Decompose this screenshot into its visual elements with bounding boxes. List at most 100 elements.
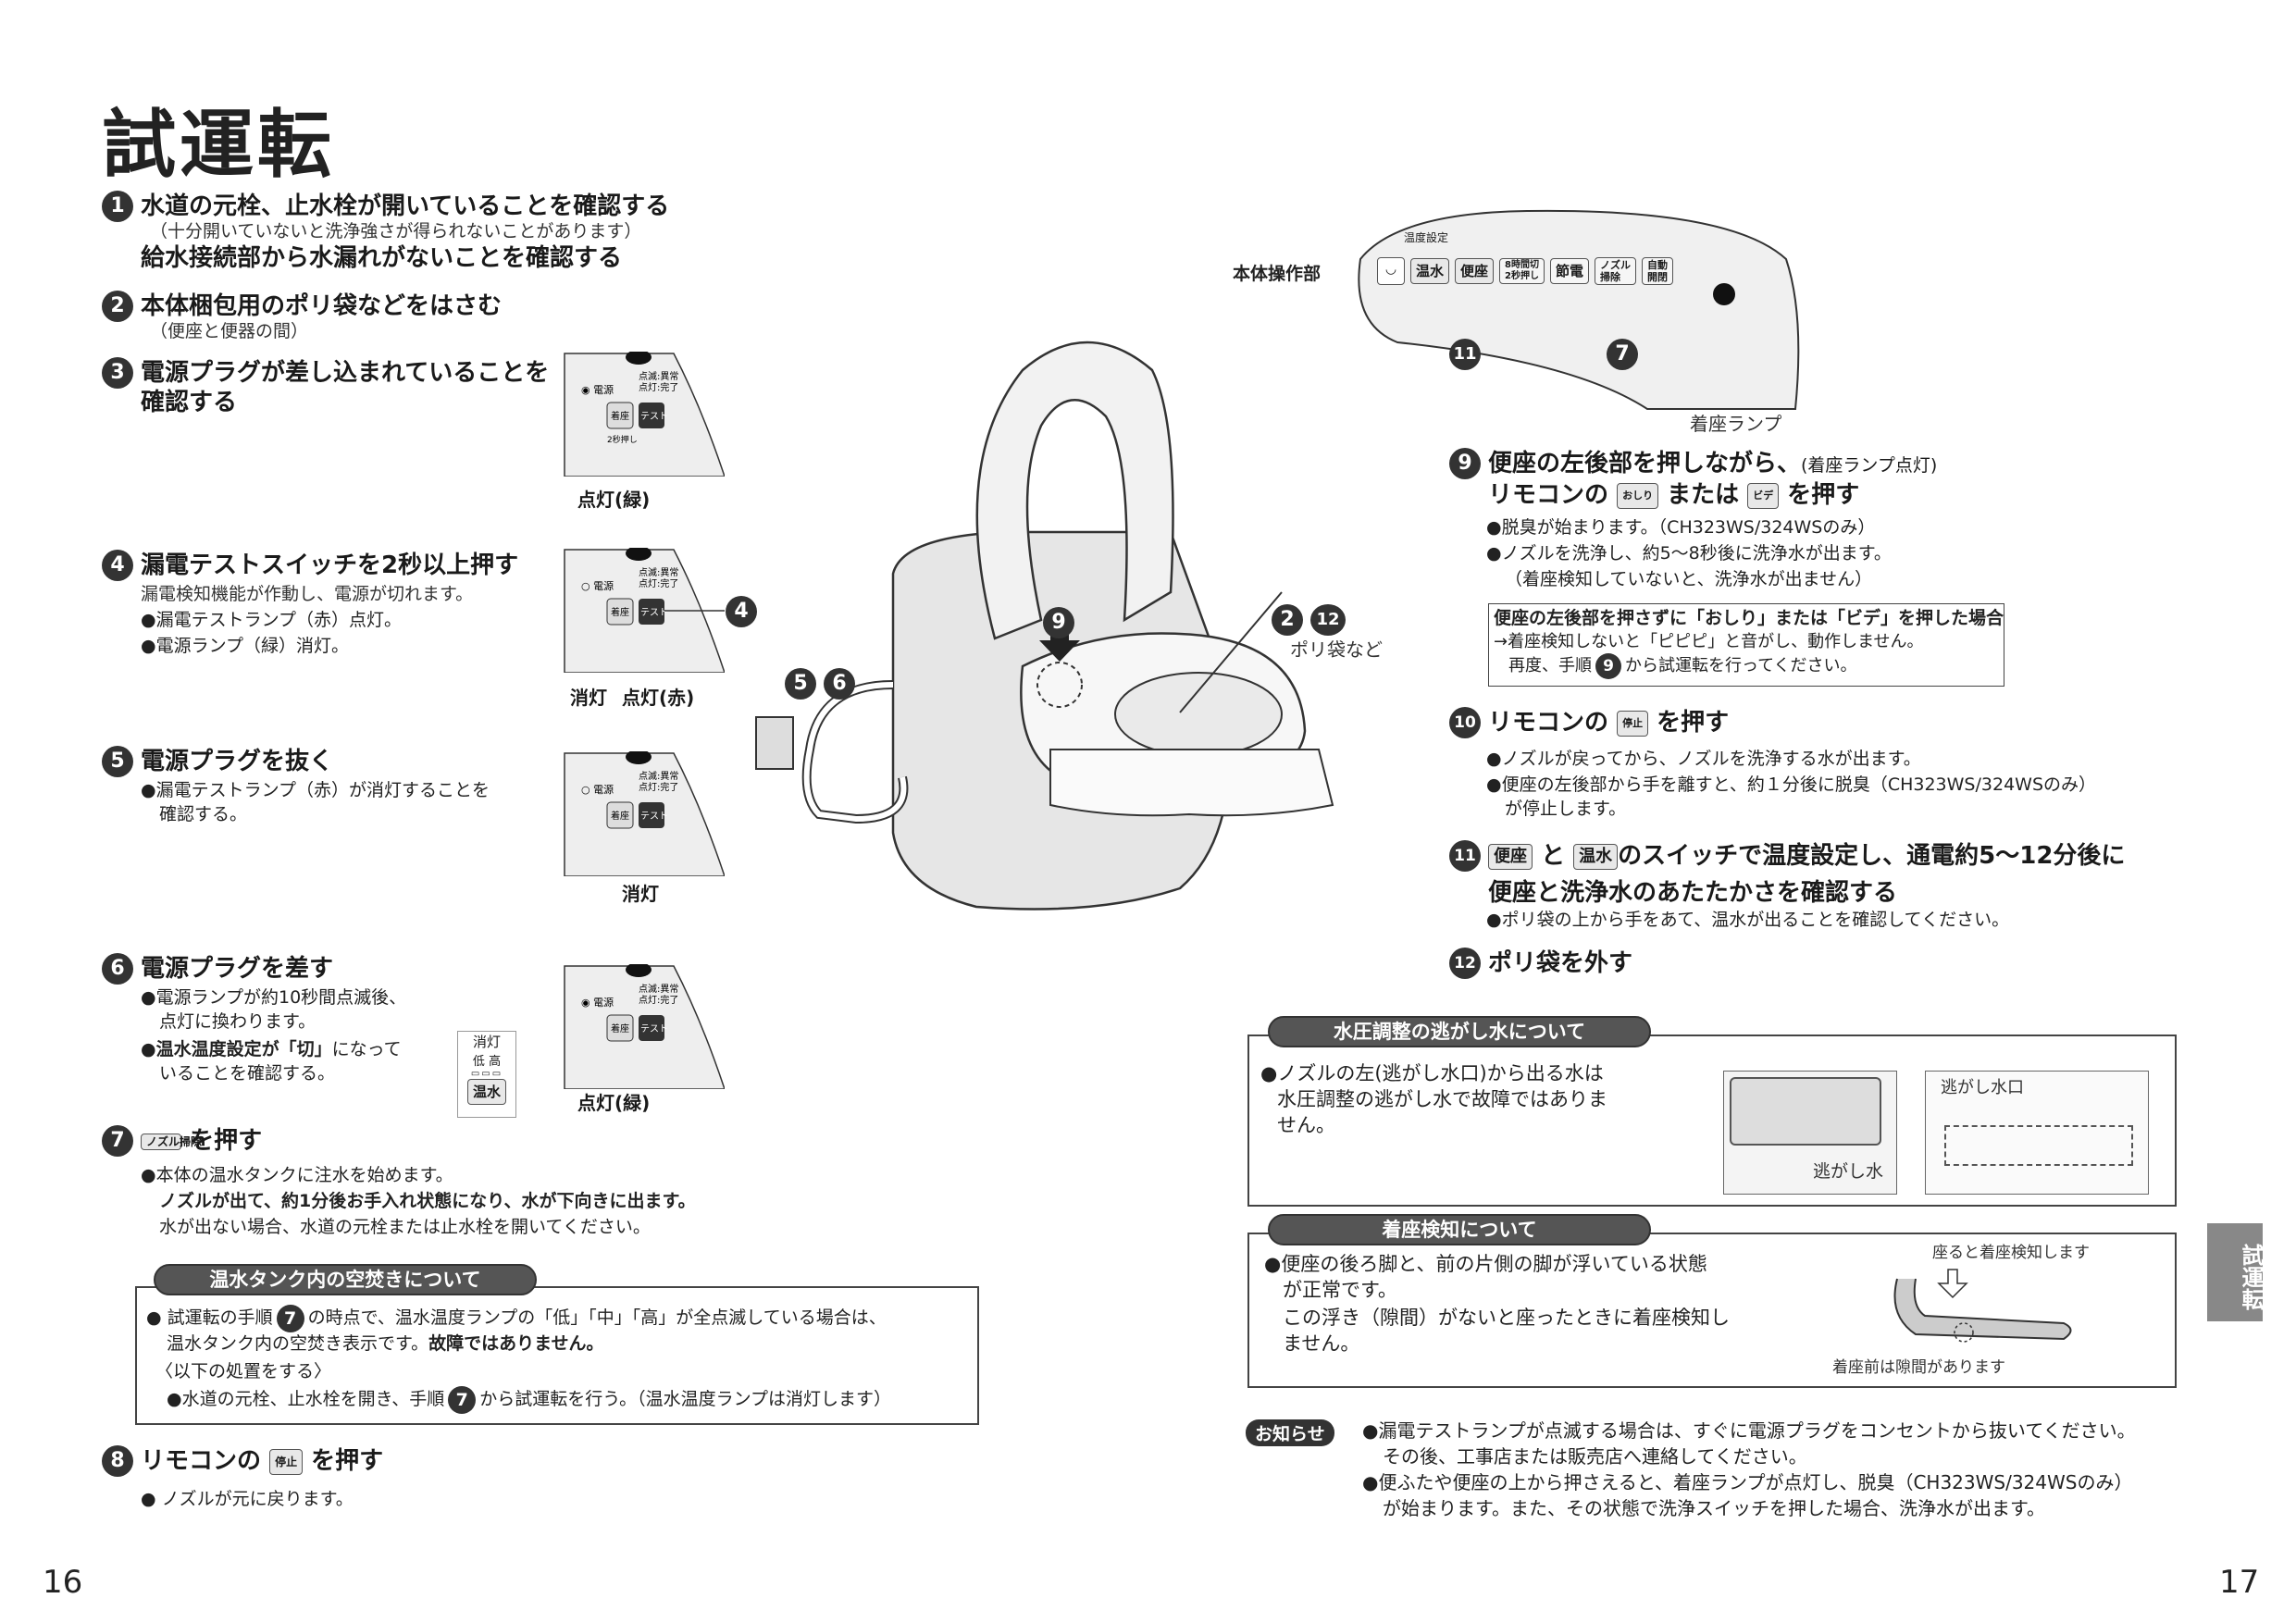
power-save-button[interactable]: 節電 bbox=[1550, 258, 1590, 284]
svg-text:点滅:異常: 点滅:異常 bbox=[639, 983, 678, 995]
step-text: 電源プラグを抜く bbox=[141, 748, 334, 775]
bidet-key: ビデ bbox=[1747, 482, 1780, 509]
bullet-text: になって bbox=[331, 1039, 402, 1059]
svg-text:◉ 電源: ◉ 電源 bbox=[581, 996, 614, 1009]
step-text: リモコンの bbox=[1488, 709, 1609, 737]
step-text: 給水接続部から水漏れがないことを確認する bbox=[141, 244, 623, 272]
box-line: →着座検知しないと「ピピピ」と音がし、動作しません。 bbox=[1494, 632, 1924, 651]
info-box-tab: 水圧調整の逃がし水について bbox=[1268, 1016, 1651, 1047]
svg-text:◉ 電源: ◉ 電源 bbox=[581, 383, 614, 396]
seat-button[interactable]: 便座 bbox=[1455, 258, 1495, 284]
step-number: 3 bbox=[102, 357, 133, 389]
seat-detection-diagram bbox=[1893, 1269, 2072, 1343]
diagram-label: 着座前は隙間があります bbox=[1832, 1358, 2005, 1377]
page-title: 試運転 bbox=[102, 102, 335, 188]
page-number-left: 16 bbox=[43, 1564, 83, 1601]
temp-setting-panel: 消灯 低 高 ▭▭▭ 温水 bbox=[457, 1031, 516, 1118]
step-text: 便座と洗浄水のあたたかさを確認する bbox=[1488, 879, 1898, 907]
step-text: 便座の左後部を押しながら、 bbox=[1488, 450, 1802, 477]
box-line: 水圧調整の逃がし水で故障ではありま bbox=[1277, 1088, 1607, 1110]
bullet: ●便座の左後部から手を離すと、約１分後に脱臭（CH323WS/324WSのみ） bbox=[1486, 774, 2096, 795]
bullet: ●漏電テストランプ（赤）が消灯することを bbox=[141, 780, 490, 800]
nozzle-clean-button[interactable]: ノズル 掃除 bbox=[1595, 257, 1637, 285]
section-side-tab: 試運転 bbox=[2207, 1223, 2264, 1321]
bullet: いることを確認する。 bbox=[159, 1063, 336, 1084]
bullet: 確認する。 bbox=[159, 804, 248, 824]
step-number: 11 bbox=[1449, 840, 1481, 872]
notice-line: が始まります。また、その状態で洗浄スイッチを押した場合、洗浄水が出ます。 bbox=[1383, 1497, 2045, 1519]
bullet: ●本体の温水タンクに注水を始めます。 bbox=[141, 1165, 453, 1185]
box-line: 〈以下の処置をする〉 bbox=[155, 1361, 332, 1381]
step-text: リモコンの おしり または ビデ を押す bbox=[1488, 481, 1860, 509]
seat-key: 便座 bbox=[1488, 843, 1533, 870]
step-5: 5 電源プラグを抜く bbox=[102, 746, 333, 777]
box-line: せん。 bbox=[1277, 1114, 1335, 1136]
box-line: 温水タンク内の空焚き表示です。故障ではありません。 bbox=[167, 1333, 604, 1354]
bullet: 水が出ない場合、水道の元栓または止水栓を開いてください。 bbox=[159, 1217, 651, 1237]
svg-text:点滅:異常: 点滅:異常 bbox=[639, 770, 678, 782]
svg-text:テスト: テスト bbox=[640, 412, 668, 422]
step-text: を押す bbox=[1657, 709, 1730, 737]
box-line: ●便座の後ろ脚と、前の片側の脚が浮いている状態 bbox=[1264, 1253, 1707, 1275]
bullet: ●電源ランプが約10秒間点滅後、 bbox=[141, 987, 407, 1008]
step-note: 漏電検知機能が作動し、電源が切れます。 bbox=[141, 584, 474, 604]
step-text: リモコンの bbox=[141, 1447, 262, 1475]
remote-panel-illustration: ○ 電源 点滅:異常 点灯:完了 着座 テスト bbox=[564, 548, 725, 673]
remote-panel-illustration: ○ 電源 点滅:異常 点灯:完了 着座 テスト bbox=[564, 751, 725, 876]
off-8h-button[interactable]: 8時間切 2秒押し bbox=[1499, 258, 1545, 284]
step-number: 4 bbox=[102, 550, 133, 581]
panel-label: 本体操作部 bbox=[1233, 264, 1322, 284]
step-number: 5 bbox=[102, 746, 133, 777]
oshiri-key: おしり bbox=[1617, 482, 1659, 509]
step-number: 9 bbox=[1449, 448, 1481, 479]
callout-7: 7 bbox=[1607, 339, 1645, 370]
toilet-illustration bbox=[755, 341, 1334, 911]
panel-label: 消灯 bbox=[472, 1034, 501, 1050]
svg-text:点灯:完了: 点灯:完了 bbox=[639, 781, 678, 793]
info-box-seat-detection bbox=[1247, 1233, 2177, 1388]
stop-key: 停止 bbox=[269, 1448, 304, 1475]
step-text: 本体梱包用のポリ袋などをはさむ bbox=[141, 292, 503, 320]
panel-buttons: ◡ 温水 便座 8時間切 2秒押し 節電 ノズル 掃除 自動 開閉 bbox=[1377, 257, 1674, 285]
bullet-bold: ●温水温度設定が「切」 bbox=[141, 1039, 332, 1059]
wash-icon[interactable]: ◡ bbox=[1377, 257, 1405, 285]
warm-water-key: 温水 bbox=[1573, 843, 1619, 870]
lamp-caption: 点灯(赤) bbox=[622, 687, 695, 709]
step-text: を押す bbox=[311, 1447, 384, 1475]
step-number: 7 bbox=[102, 1125, 133, 1157]
lamp-caption: 消灯 bbox=[622, 883, 659, 905]
bullet-bold: ノズルが出て、約1分後お手入れ状態になり、水が下向きに出ます。 bbox=[159, 1191, 696, 1211]
bullet: ● ノズルが元に戻ります。 bbox=[141, 1489, 354, 1509]
temp-setting-label: 温度設定 bbox=[1404, 231, 1449, 244]
callout-11: 11 bbox=[1449, 339, 1488, 370]
nozzle-clean-key: ノズル掃除 bbox=[141, 1133, 202, 1150]
page-number-right: 17 bbox=[2219, 1564, 2260, 1601]
notice-line: ●便ふたや便座の上から押さえると、着座ランプが点灯し、脱臭（CH323WS/32… bbox=[1362, 1471, 2133, 1493]
svg-text:着座: 着座 bbox=[611, 1022, 629, 1035]
warm-water-button[interactable]: 温水 bbox=[1410, 258, 1450, 284]
svg-text:テスト: テスト bbox=[640, 608, 668, 618]
step-note: （便座と便器の間） bbox=[150, 321, 309, 341]
box-line: 便座の左後部を押さずに「おしり」または「ビデ」を押した場合 bbox=[1494, 608, 2004, 628]
step-number: 6 bbox=[102, 953, 133, 985]
auto-open-button[interactable]: 自動 開閉 bbox=[1642, 257, 1674, 285]
bullet: ●脱臭が始まります。（CH323WS/324WSのみ） bbox=[1486, 517, 1876, 538]
step-number: 12 bbox=[1449, 948, 1481, 979]
step-ref: 7 bbox=[276, 1305, 304, 1332]
box-line: ●ノズルの左(逃がし水口)から出る水は bbox=[1260, 1062, 1604, 1084]
bullet: ●漏電テストランプ（赤）点灯。 bbox=[141, 610, 403, 630]
bullet: ●電源ランプ（緑）消灯。 bbox=[141, 636, 350, 656]
svg-text:テスト: テスト bbox=[640, 1024, 668, 1035]
panel-scale: 低 高 bbox=[472, 1055, 502, 1069]
svg-text:2秒押し: 2秒押し bbox=[607, 434, 638, 445]
